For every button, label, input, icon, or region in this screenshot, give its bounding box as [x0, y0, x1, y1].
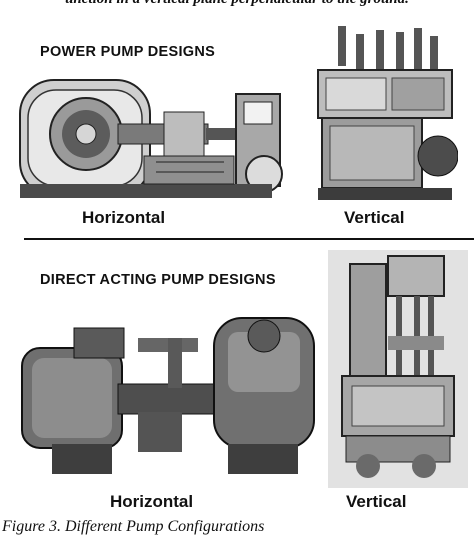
direct-acting-horizontal-illustration [21, 317, 315, 474]
direct-horizontal-caption: Horizontal [110, 492, 194, 511]
power-pump-horizontal-illustration [19, 79, 283, 198]
direct-vertical-caption: Vertical [346, 492, 407, 511]
section-divider [24, 238, 474, 240]
direct-acting-vertical-illustration [328, 250, 468, 488]
direct-acting-pump-heading: DIRECT ACTING PUMP DESIGNS [40, 272, 276, 288]
figure-caption: Figure 3. Different Pump Configurations [2, 518, 265, 535]
power-horizontal-caption: Horizontal [82, 208, 166, 227]
cropped-body-text: unction in a vertical plane perpendicula… [0, 0, 474, 8]
power-vertical-caption: Vertical [344, 208, 405, 227]
power-pump-heading: POWER PUMP DESIGNS [40, 44, 216, 60]
power-pump-vertical-illustration [317, 26, 458, 200]
